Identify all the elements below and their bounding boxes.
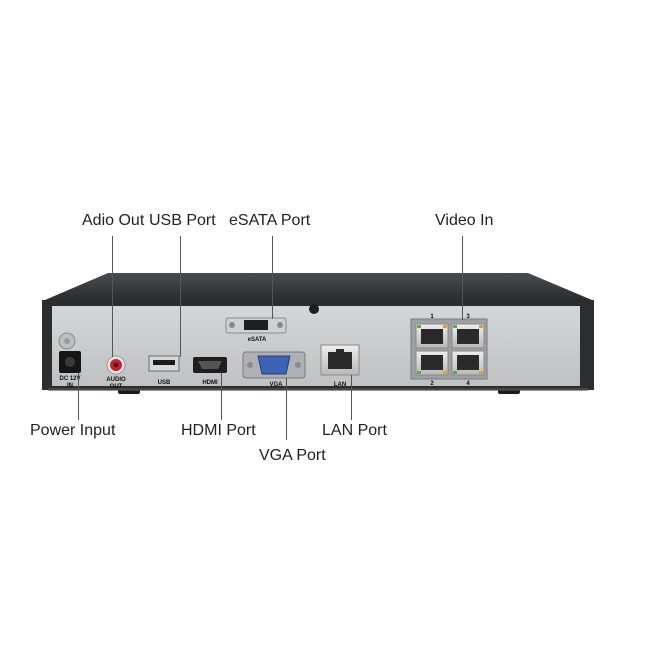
audio-out-callout: Adio Out bbox=[82, 212, 145, 229]
port-1-label: 1 bbox=[430, 314, 434, 320]
port-4-label: 4 bbox=[466, 381, 470, 387]
power-input-callout: Power Input bbox=[30, 422, 116, 439]
video-in-leader bbox=[462, 236, 463, 320]
vga-label: VGA bbox=[269, 382, 283, 388]
chassis-top bbox=[45, 273, 592, 300]
audio-out-label: AUDIO bbox=[106, 377, 126, 383]
audio-out-leader bbox=[112, 236, 113, 357]
vga-port-callout: VGA Port bbox=[259, 447, 326, 464]
port-2-label: 2 bbox=[430, 381, 434, 387]
hdmi-port-leader bbox=[221, 373, 222, 420]
video-in-ports bbox=[410, 318, 488, 380]
usb-label: USB bbox=[158, 380, 171, 386]
rear-panel bbox=[52, 306, 580, 386]
esata-port-leader bbox=[272, 236, 273, 319]
vga-port-leader bbox=[286, 378, 287, 440]
dc-in-label: DC 12V bbox=[59, 376, 80, 382]
lan-label: LAN bbox=[334, 382, 346, 388]
audio-out-label-2: OUT bbox=[110, 384, 123, 390]
dc-in-label-2: IN bbox=[67, 383, 73, 389]
usb-port-leader bbox=[180, 236, 181, 357]
video-in-callout: Video In bbox=[435, 212, 494, 229]
lan-port-leader bbox=[351, 375, 352, 420]
usb-port-callout: USB Port bbox=[149, 212, 216, 229]
esata-label: eSATA bbox=[248, 337, 267, 343]
lan-port-callout: LAN Port bbox=[322, 422, 387, 439]
hdmi-port-callout: HDMI Port bbox=[181, 422, 256, 439]
hdmi-label: HDMI bbox=[202, 380, 218, 386]
esata-port-callout: eSATA Port bbox=[229, 212, 311, 229]
chassis-screw bbox=[309, 304, 319, 314]
port-3-label: 3 bbox=[466, 314, 470, 320]
power-input-leader bbox=[78, 373, 79, 420]
